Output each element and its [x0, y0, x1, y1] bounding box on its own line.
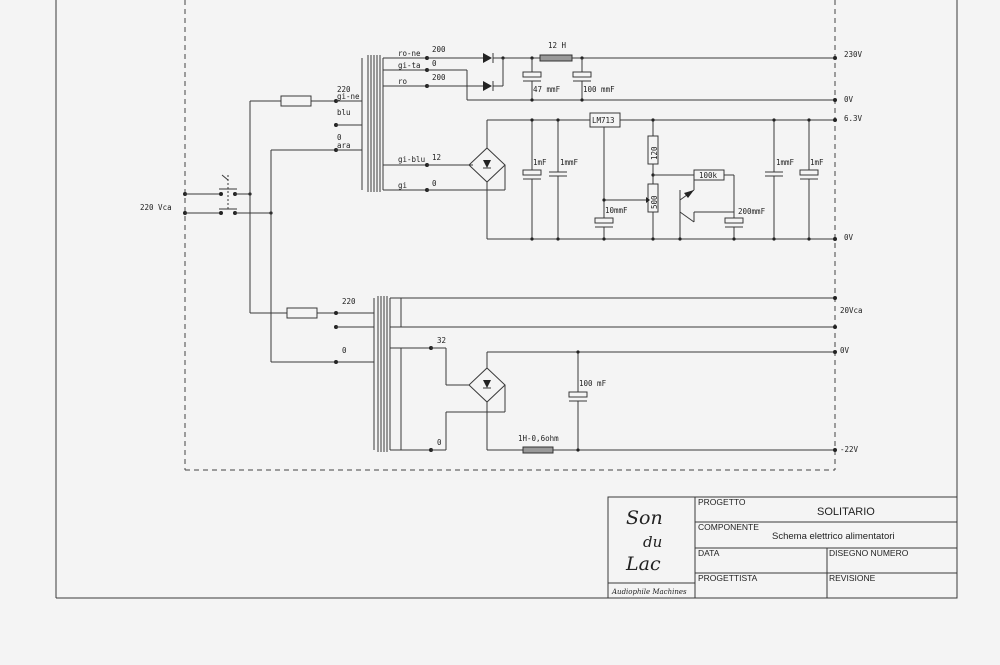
lower-primary-220: 220 [342, 297, 356, 306]
tap-0-b: 0 [432, 179, 437, 188]
lv-cap-1mF: 1mF [533, 158, 547, 167]
tap-200-b: 200 [432, 73, 446, 82]
mains-input: 220 Vca [140, 101, 273, 362]
lv-cap-1mmF-b: 1mmF [776, 158, 795, 167]
regulator-label: LM713 [592, 116, 615, 125]
output-20vca: 20Vca [840, 306, 863, 315]
sec-label-gi-ta: gi-ta [398, 61, 421, 70]
sec-label-gi: gi [398, 181, 407, 190]
progetto-value: SOLITARIO [817, 506, 875, 518]
upper-secondaries: ro-ne gi-ta ro gi-blu gi 200 0 200 12 0 [383, 45, 446, 192]
lower-transformer-core [377, 296, 391, 452]
output-minus22v: -22V [840, 445, 859, 454]
hv-output-label: 230V [844, 50, 863, 59]
hv-supply: 12 H 47 mmF 100 mmF 230V 0V [427, 41, 863, 104]
lower-primary-0: 0 [342, 346, 347, 355]
revisione-label: REVISIONE [829, 573, 876, 583]
sec-label-ro: ro [398, 77, 408, 86]
logo-line-du: du [643, 533, 662, 551]
componente-value: Schema elettrico alimentatori [772, 531, 895, 542]
dashed-enclosure [184, 0, 836, 471]
logo-line-lac: Lac [625, 553, 661, 575]
title-block: Son du Lac Audiophile Machines PROGETTO … [607, 496, 958, 599]
componente-label: COMPONENTE [698, 522, 759, 532]
logo-tagline: Audiophile Machines [611, 588, 687, 596]
input-label: 220 Vca [140, 203, 172, 212]
upper-primary-blu: blu [337, 108, 351, 117]
hv-choke-label: 12 H [548, 41, 567, 50]
upper-primary: 220 gi-ne blu 0 ara [250, 58, 363, 190]
progettista-label: PROGETTISTA [698, 573, 758, 583]
lv-supply: 1mF 1mmF LM713 10mmF 120 500 100k [427, 112, 863, 242]
res-500: 500 [650, 195, 659, 209]
progetto-label: PROGETTO [698, 497, 746, 507]
data-label: DATA [698, 548, 720, 558]
sec-label-gi-blu: gi-blu [398, 155, 425, 164]
hv-cap2-label: 100 mmF [583, 85, 615, 94]
tap-200-a: 200 [432, 45, 446, 54]
upper-primary-220: 220 [337, 85, 351, 94]
lv-cap-10mmF: 10mmF [605, 206, 628, 215]
lv-cap-1mmF: 1mmF [560, 158, 579, 167]
upper-primary-gi-ne: gi-ne [337, 92, 360, 101]
hv-cap1-label: 47 mmF [533, 85, 561, 94]
lv-cap-200mmF: 200mmF [738, 207, 766, 216]
lv-ground-label: 0V [844, 233, 854, 242]
tap-12: 12 [432, 153, 441, 162]
upper-transformer-core [367, 55, 384, 192]
upper-primary-ara: ara [337, 141, 351, 150]
lv-output-label: 6.3V [844, 114, 863, 123]
disegno-label: DISEGNO NUMERO [829, 548, 909, 558]
tap-0-lower: 0 [437, 438, 442, 447]
output-0v-lower: 0V [840, 346, 850, 355]
lv-cap-1mF-b: 1mF [810, 158, 824, 167]
hv-ground-label: 0V [844, 95, 854, 104]
lower-primary: 220 0 [250, 297, 375, 450]
lower-secondaries: 20Vca 32 0 1H-0,6ohm 100 mF 0V [390, 296, 863, 454]
tap-32: 32 [437, 336, 446, 345]
res-120: 120 [650, 146, 659, 160]
upper-primary-0: 0 [337, 133, 342, 142]
tap-0-a: 0 [432, 59, 437, 68]
lower-cap-label: 100 mF [579, 379, 607, 388]
sec-label-ro-ne: ro-ne [398, 49, 421, 58]
lower-choke-label: 1H-0,6ohm [518, 434, 559, 443]
res-100k: 100k [699, 171, 718, 180]
logo-line-son: Son [626, 507, 663, 529]
